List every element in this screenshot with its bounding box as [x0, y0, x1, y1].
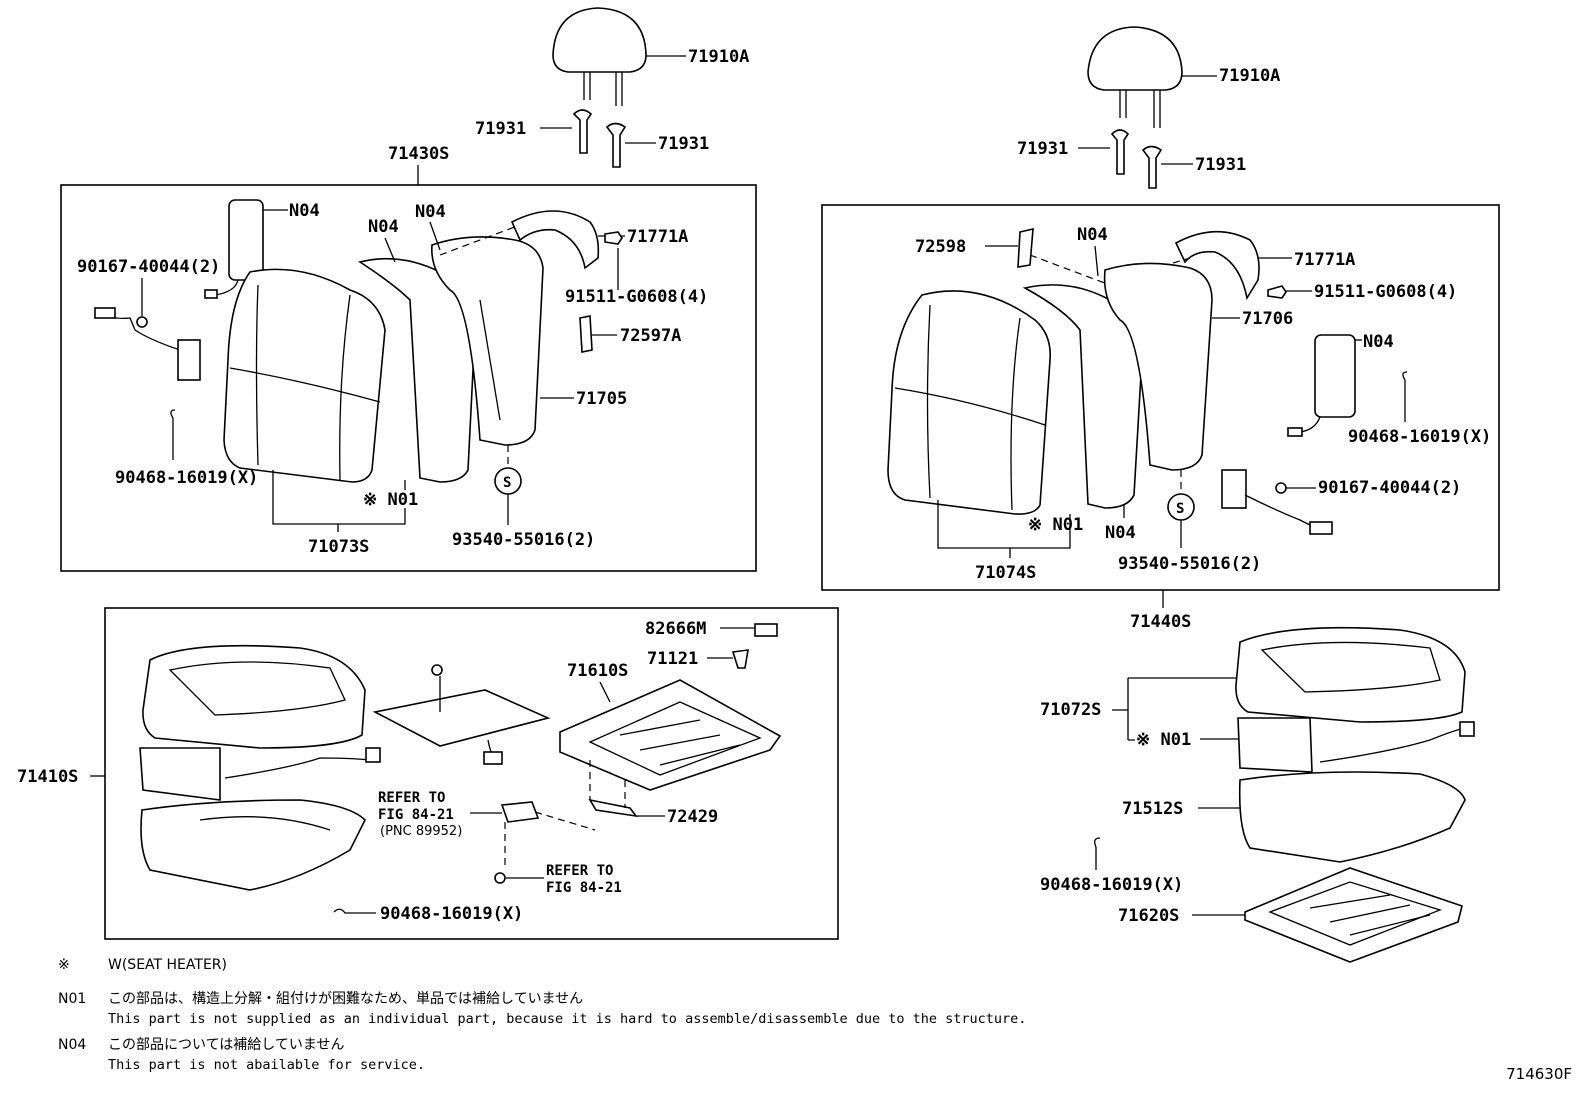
note-n04: N04 この部品については補給していません	[58, 1035, 1258, 1055]
label-72597A: 72597A	[620, 326, 681, 346]
label-71931-right-b: 71931	[1195, 155, 1246, 175]
left-cushion-parts: 71410S 71610S 82666M 71121 72	[17, 619, 782, 924]
label-90468-left: 90468-16019(X)	[115, 468, 258, 488]
label-pnc: (PNC 89952)	[380, 824, 462, 839]
note-seat-heater-mark: ※	[58, 957, 70, 973]
right-seatback-frame	[821, 204, 1500, 591]
label-71410S: 71410S	[17, 767, 78, 787]
label-90468-bottom: 90468-16019(X)	[380, 904, 523, 924]
label-N01-right: ※ N01	[1028, 515, 1083, 535]
label-N04-d: N04	[1077, 225, 1108, 245]
right-headrest-group: 71910A	[1087, 26, 1280, 128]
label-N01-left: ※ N01	[363, 490, 418, 510]
label-71610S: 71610S	[567, 661, 628, 681]
label-71931-left-a: 71931	[475, 119, 526, 139]
label-refer2-b: FIG 84-21	[546, 880, 622, 896]
label-N01-cushion: ※ N01	[1136, 730, 1191, 750]
label-N04-a: N04	[289, 201, 320, 221]
left-cushion-frame	[104, 607, 839, 940]
note-n04-en: This part is not abailable for service.	[108, 1057, 425, 1073]
label-N04-c: N04	[415, 202, 446, 222]
label-71121: 71121	[647, 649, 698, 669]
left-headrest-guides: 71931 71931	[475, 109, 709, 168]
label-71931-right-a: 71931	[1017, 139, 1068, 159]
right-cushion-parts: 71072S ※ N01 71512S 90468-16019(X) 71620…	[1040, 626, 1475, 963]
label-N04-b: N04	[368, 217, 399, 237]
label-71074S: 71074S	[975, 563, 1036, 583]
figure-number: 714630F	[1506, 1065, 1572, 1083]
note-n01: N01 この部品は、構造上分解・組付けが困難なため、単品では補給していません	[58, 989, 1258, 1009]
label-90167-right: 90167-40044(2)	[1318, 478, 1461, 498]
label-71430S: 71430S	[388, 144, 449, 164]
note-n04-key: N04	[58, 1037, 87, 1053]
label-71910A-right: 71910A	[1219, 66, 1280, 86]
left-seatback-frame	[60, 184, 757, 572]
label-82666M: 82666M	[645, 619, 706, 639]
label-71705: 71705	[576, 389, 627, 409]
label-N04-e: N04	[1363, 332, 1394, 352]
right-seatback-parts: 72598 N04 71771A 91511-G0608(4) 71706 N0…	[887, 225, 1491, 583]
label-refer1-a: REFER TO	[378, 790, 445, 806]
left-headrest-group: 71910A	[552, 7, 749, 106]
note-n01-jp: この部品は、構造上分解・組付けが困難なため、単品では補給していません	[108, 991, 584, 1007]
label-71512S: 71512S	[1122, 799, 1183, 819]
label-71620S: 71620S	[1118, 906, 1179, 926]
label-71771A-left: 71771A	[627, 227, 688, 247]
label-refer1-b: FIG 84-21	[378, 807, 454, 823]
label-72429: 72429	[667, 807, 718, 827]
label-90167-left: 90167-40044(2)	[77, 257, 220, 277]
footnotes: ※ W(SEAT HEATER) N01 この部品は、構造上分解・組付けが困難な…	[58, 955, 1258, 1075]
label-72598: 72598	[915, 237, 966, 257]
note-n04-jp: この部品については補給していません	[108, 1037, 345, 1053]
label-90468-cushion: 90468-16019(X)	[1040, 875, 1183, 895]
label-91511-right: 91511-G0608(4)	[1314, 282, 1457, 302]
label-93540-right: 93540-55016(2)	[1118, 554, 1261, 574]
label-71440S: 71440S	[1130, 612, 1191, 632]
note-n01-en: This part is not supplied as an individu…	[108, 1011, 1027, 1027]
right-headrest-guides: 71931 71931	[1017, 129, 1246, 189]
label-S-left: S	[503, 475, 511, 491]
label-71771A-right: 71771A	[1294, 250, 1355, 270]
left-seatback-parts: N04 90167-40044(2) 90468-16019(X) N04 N0…	[77, 199, 708, 557]
label-71910A-left: 71910A	[688, 47, 749, 67]
label-S-right: S	[1176, 501, 1184, 517]
label-refer2-a: REFER TO	[546, 863, 613, 879]
label-N04-f: N04	[1105, 523, 1136, 543]
note-seat-heater-text: W(SEAT HEATER)	[108, 957, 227, 973]
label-90468-right: 90468-16019(X)	[1348, 427, 1491, 447]
note-n01-key: N01	[58, 991, 87, 1007]
note-seat-heater: ※ W(SEAT HEATER)	[58, 955, 1258, 975]
label-71706: 71706	[1242, 309, 1293, 329]
label-71073S: 71073S	[308, 537, 369, 557]
label-93540-left: 93540-55016(2)	[452, 530, 595, 550]
label-91511-left: 91511-G0608(4)	[565, 287, 708, 307]
label-71072S: 71072S	[1040, 700, 1101, 720]
label-71931-left-b: 71931	[658, 134, 709, 154]
